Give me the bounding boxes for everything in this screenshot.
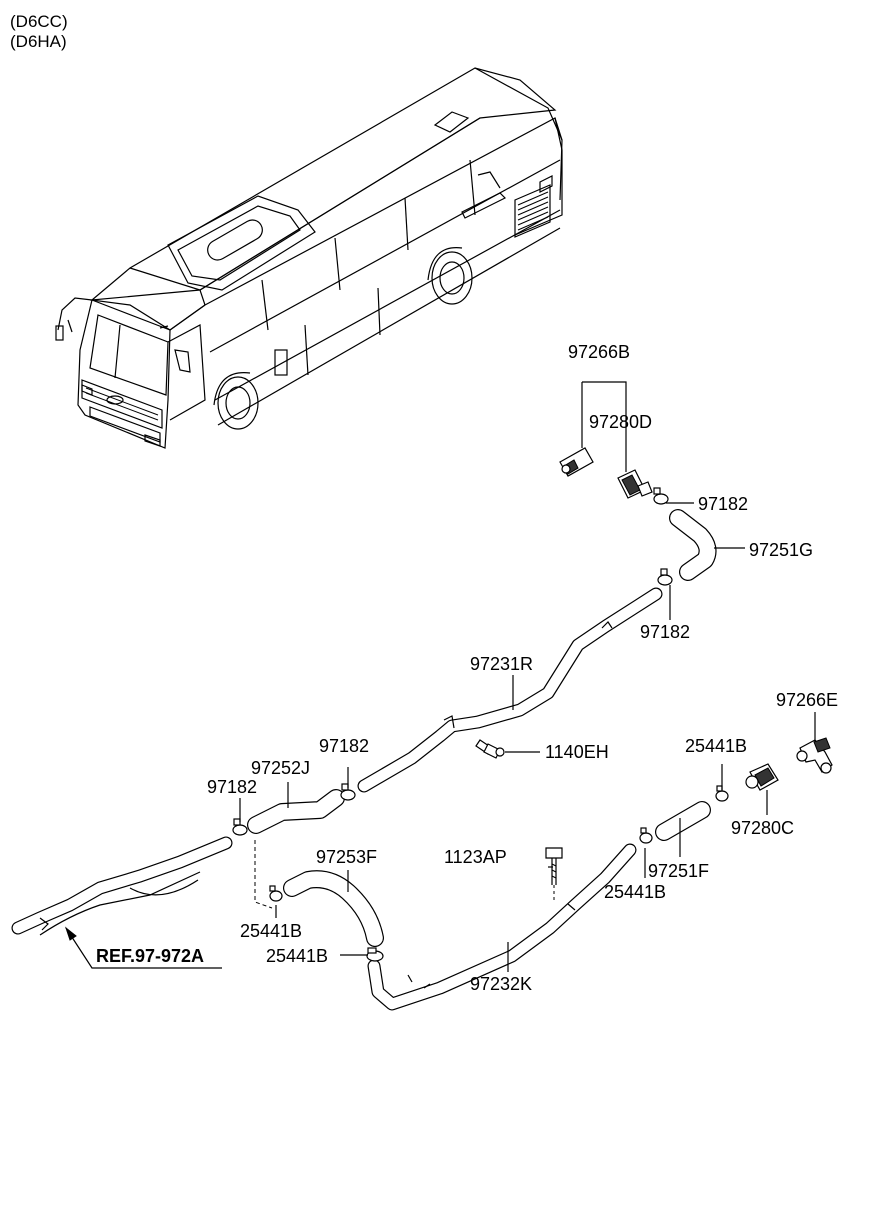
label-97231R: 97231R xyxy=(470,654,533,674)
label-25441B-a: 25441B xyxy=(685,736,747,756)
label-97251G: 97251G xyxy=(749,540,813,560)
coupler-97280C-icon xyxy=(745,763,779,791)
label-97251F: 97251F xyxy=(648,861,709,881)
label-25441B-d: 25441B xyxy=(266,946,328,966)
label-1140EH: 1140EH xyxy=(545,742,609,762)
part-labels: 97266B 97280D 97182 97251G 97182 97231R … xyxy=(207,342,838,994)
label-97280D: 97280D xyxy=(589,412,652,432)
label-97253F: 97253F xyxy=(316,847,377,867)
label-25441B-b: 25441B xyxy=(604,882,666,902)
label-97280C: 97280C xyxy=(731,818,794,838)
clamp-97182-d-icon xyxy=(232,818,248,836)
clamp-25441B-c-icon xyxy=(269,885,283,902)
label-25441B-c: 25441B xyxy=(240,921,302,941)
coupler-97280D-icon xyxy=(617,469,653,499)
engine-code-d6cc: (D6CC) xyxy=(10,12,68,31)
clamp-97182-c-icon xyxy=(340,783,356,801)
label-1123AP: 1123AP xyxy=(444,847,507,867)
label-97232K: 97232K xyxy=(470,974,532,994)
bus-illustration xyxy=(55,67,563,449)
label-97266B: 97266B xyxy=(568,342,630,362)
elbow-97266E-icon xyxy=(796,737,833,774)
clamp-25441B-a-icon xyxy=(715,785,729,802)
label-97182-d: 97182 xyxy=(207,777,257,797)
label-97252J: 97252J xyxy=(251,758,310,778)
label-97182-c: 97182 xyxy=(319,736,369,756)
label-97182-b: 97182 xyxy=(640,622,690,642)
clamp-25441B-b-icon xyxy=(639,827,653,844)
reference-callout: REF.97-972A xyxy=(64,926,222,969)
bolt-1123AP-icon xyxy=(545,847,563,902)
fittings xyxy=(232,447,833,962)
leader-lines xyxy=(239,381,816,972)
plug-97266B-icon xyxy=(559,447,594,477)
clamp-97182-b-icon xyxy=(657,568,673,586)
engine-code-d6ha: (D6HA) xyxy=(10,32,67,51)
bolt-1140EH-icon xyxy=(475,739,505,759)
label-97266E: 97266E xyxy=(776,690,838,710)
clamp-25441B-d-icon xyxy=(366,947,384,962)
clamp-97182-a-icon xyxy=(653,487,669,505)
label-97182-a: 97182 xyxy=(698,494,748,514)
reference-label: REF.97-972A xyxy=(96,946,204,966)
